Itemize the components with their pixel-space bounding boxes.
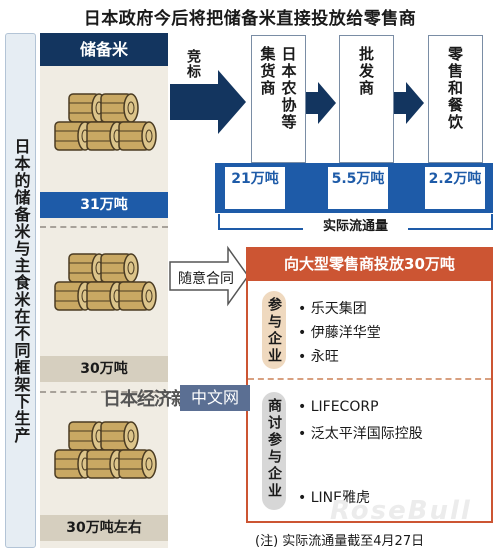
retail-release-box — [246, 247, 493, 523]
group-divider — [248, 378, 491, 380]
stockpile-tier-2-label: 30万吨 — [40, 356, 168, 382]
company-list-item: • 永旺 — [298, 349, 339, 365]
company-list-item: • 伊藤洋华堂 — [298, 325, 381, 341]
bidding-arrow — [170, 70, 246, 134]
side-label-text: 日本的储备米与主食米在不同框架下生产 — [11, 137, 31, 444]
negotiating-category-pill: 商讨参与企业 — [262, 392, 286, 510]
company-list-item: • 乐天集团 — [298, 301, 367, 317]
footnote: (注) 实际流通量截至4月27日 — [255, 534, 425, 549]
stage-collector-box: 集货商 日本农协等 — [251, 35, 306, 163]
tier-divider — [40, 391, 168, 393]
stockpile-tier-1-label: 31万吨 — [40, 192, 168, 218]
stage-retail-label: 零售和餐饮 — [446, 46, 464, 131]
company-list-item: • LINE雅虎 — [298, 490, 370, 506]
company-list-item: • LIFECORP — [298, 399, 379, 415]
stage-collector-label: 集货商 — [258, 46, 277, 97]
volume-retail: 2.2万吨 — [425, 167, 485, 209]
participant-category-pill: 参与企业 — [262, 291, 286, 369]
contract-label: 随意合同 — [178, 271, 234, 287]
stage-ja-label: 日本农协等 — [279, 46, 298, 131]
watermark-faint: RoseBull — [330, 496, 472, 526]
stage-wholesaler-label: 批发商 — [357, 46, 375, 97]
volume-wholesaler: 5.5万吨 — [328, 167, 388, 209]
retail-release-header: 向大型零售商投放30万吨 — [246, 247, 493, 281]
stockpile-header: 储备米 — [40, 33, 168, 66]
company-list-item: • 泛太平洋国际控股 — [298, 426, 423, 442]
stage-retail-box: 零售和餐饮 — [428, 35, 483, 163]
tier-divider — [40, 226, 168, 228]
volume-collector: 21万吨 — [225, 167, 285, 209]
stockpile-tier-3-label: 30万吨左右 — [40, 515, 168, 541]
watermark-site: 中文网 — [180, 385, 250, 411]
contract-arrow — [169, 245, 249, 307]
diagram-title: 日本政府今后将把储备米直接投放给零售商 — [83, 9, 417, 29]
volume-caption: 实际流通量 — [303, 215, 408, 234]
arrow-to-wholesaler — [305, 82, 336, 124]
bidding-label: 竞标 — [185, 49, 201, 79]
side-label-panel: 日本的储备米与主食米在不同框架下生产 — [5, 33, 36, 548]
arrow-to-retail — [393, 82, 424, 124]
stage-wholesaler-box: 批发商 — [339, 35, 394, 163]
